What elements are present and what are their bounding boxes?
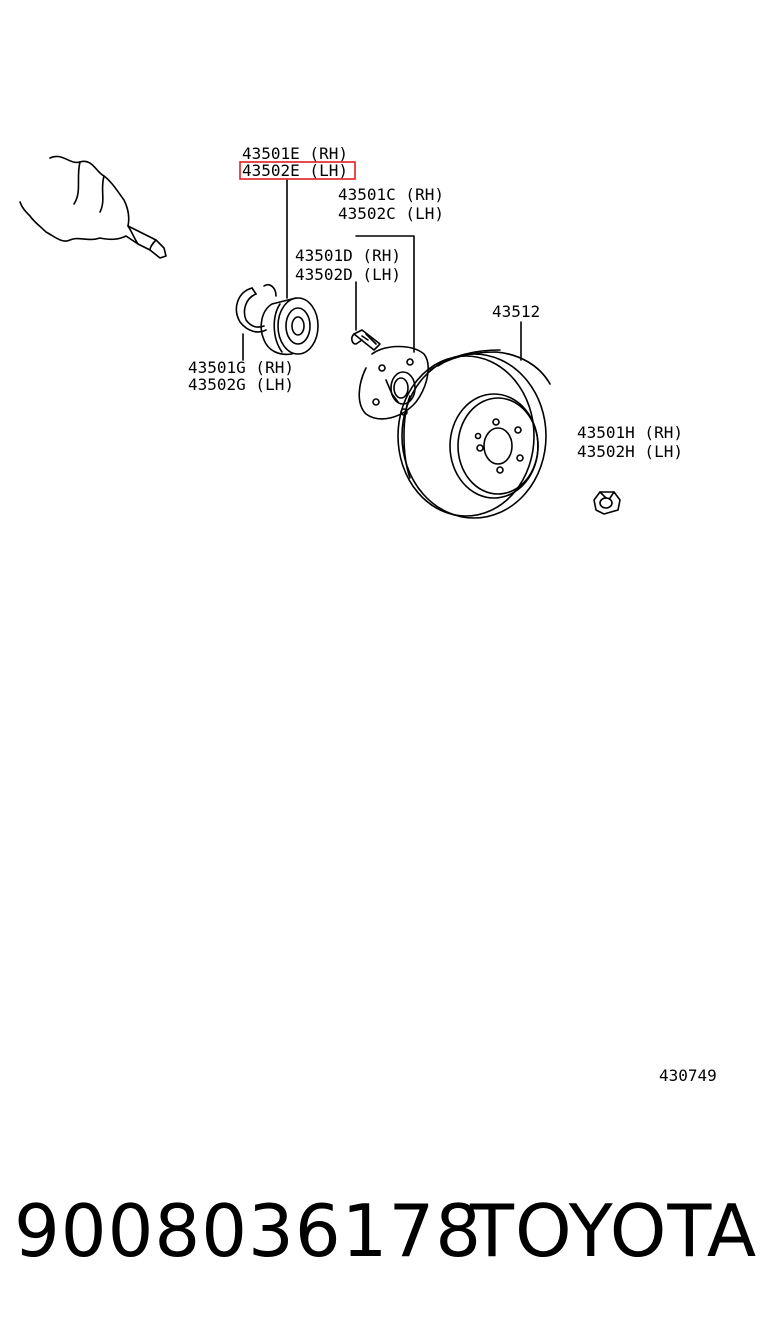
label-bolt-rh: 43501D (RH) <box>295 246 401 265</box>
brake-disc <box>397 349 551 519</box>
hub-bolt <box>351 329 381 351</box>
leader-hub-bracket <box>355 235 415 353</box>
footer-brand: TOYOTA <box>470 1189 758 1273</box>
hub-nut <box>593 491 621 515</box>
drive-shaft-boot <box>19 155 167 259</box>
axle-hub <box>358 345 429 420</box>
label-bearing-lh: 43502E (LH) <box>242 161 348 180</box>
diagram-code: 430749 <box>659 1066 717 1085</box>
label-bearing-rh: 43501E (RH) <box>242 144 348 163</box>
label-bolt-lh: 43502D (LH) <box>295 265 401 284</box>
label-nut-rh: 43501H (RH) <box>577 423 683 442</box>
wheel-bearing <box>260 297 319 356</box>
label-disc: 43512 <box>492 302 540 321</box>
label-hub-rh: 43501C (RH) <box>338 185 444 204</box>
label-nut-lh: 43502H (LH) <box>577 442 683 461</box>
highlight-box <box>239 161 356 180</box>
label-snapring-rh: 43501G (RH) <box>188 358 294 377</box>
label-hub-lh: 43502C (LH) <box>338 204 444 223</box>
label-snapring-lh: 43502G (LH) <box>188 375 294 394</box>
snap-ring <box>235 283 277 333</box>
footer-part-number: 9008036178 <box>14 1189 483 1273</box>
